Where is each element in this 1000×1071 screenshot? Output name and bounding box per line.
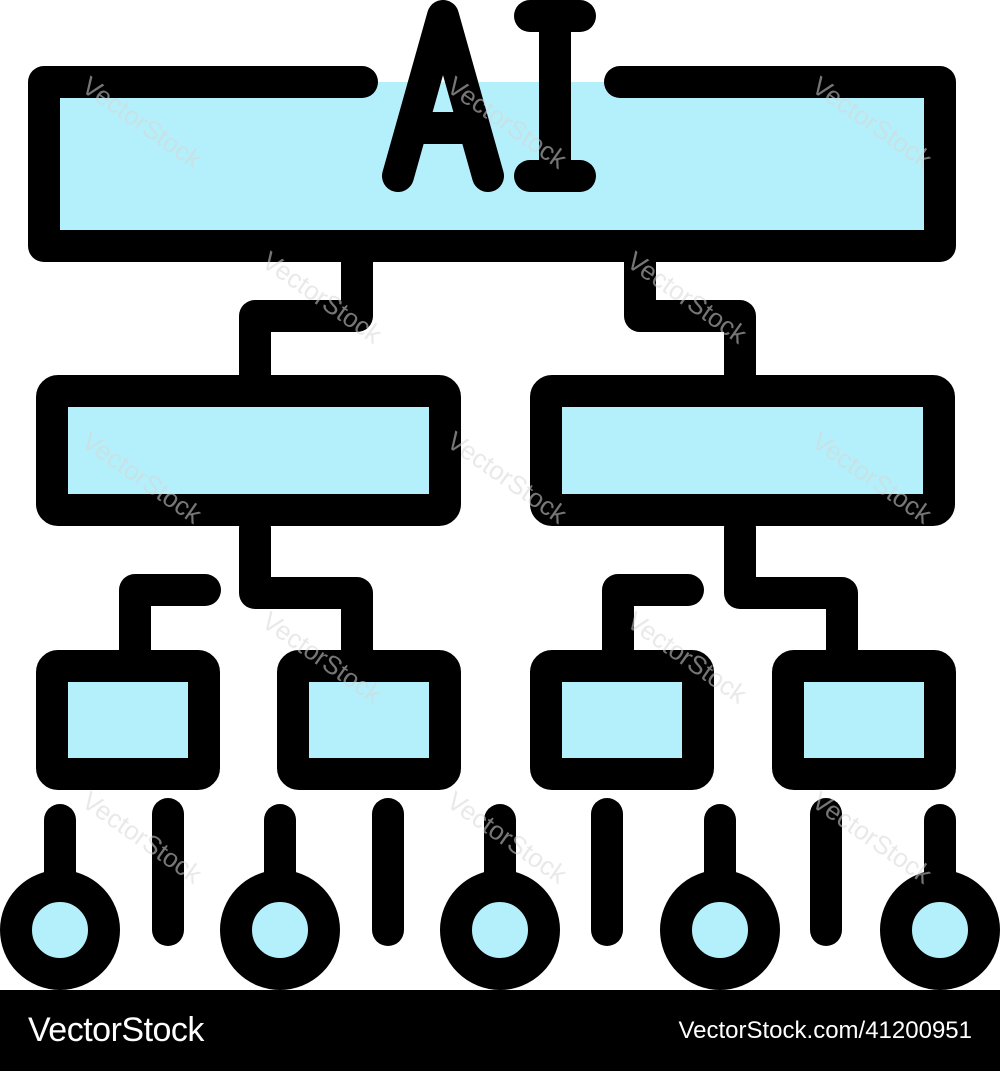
lower-box-3 (530, 650, 714, 790)
node-circle-2 (220, 870, 340, 990)
middle-box-right (530, 375, 955, 526)
footer-image-id: VectorStock.com/41200951 (678, 1016, 972, 1044)
ai-label: AI (0, 0, 2, 1)
middle-box-left (36, 375, 461, 526)
lower-box-1 (36, 650, 220, 790)
node-circle-5 (880, 870, 1000, 990)
top-ai-box (28, 66, 956, 262)
connector-top-left (239, 246, 373, 394)
connector-top-right (624, 246, 756, 394)
node-circle-1 (0, 870, 120, 990)
lower-box-2 (277, 650, 461, 790)
lower-box-4 (772, 650, 956, 790)
lower-boxes (36, 650, 956, 790)
connector-lower-3-stub (602, 574, 704, 668)
footer-bar: VectorStock VectorStock.com/41200951 (0, 990, 1000, 1071)
middle-boxes (36, 375, 955, 526)
connector-left-mid-down (239, 512, 373, 668)
watermark: VectorStock (77, 785, 209, 890)
ai-letters (382, 0, 596, 192)
letter-i (514, 0, 596, 192)
connector-lower-1-stub (119, 574, 221, 668)
footer-brand: VectorStock (28, 1011, 204, 1049)
connector-right-mid-down (724, 512, 858, 668)
circuit-nodes (0, 870, 1000, 990)
ai-hierarchy-icon: AI VectorStock VectorStock VectorS (0, 0, 1000, 990)
node-circle-4 (660, 870, 780, 990)
connector-lines (119, 246, 858, 668)
node-circle-3 (440, 870, 560, 990)
